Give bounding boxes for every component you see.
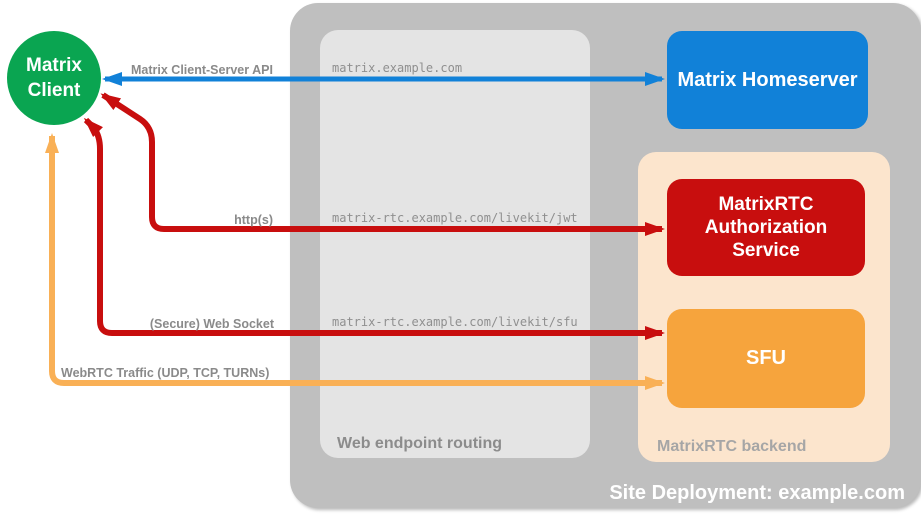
matrix-client-label: Matrix Client	[26, 55, 82, 101]
matrixrtc-backend-caption: MatrixRTC backend	[657, 438, 807, 455]
sfu-label: SFU	[746, 347, 786, 369]
authorization-service-label: MatrixRTC Authorization Service	[704, 194, 828, 261]
endpoint-livekit-jwt-url: matrix-rtc.example.com/livekit/jwt	[332, 211, 578, 225]
matrix-homeserver-node: Matrix Homeserver	[667, 31, 868, 129]
sfu-node: SFU	[667, 309, 865, 408]
client-server-api-arrow-label: Matrix Client-Server API	[131, 63, 273, 77]
web-endpoint-routing-panel	[320, 30, 590, 458]
webrtc-traffic-arrow-label: WebRTC Traffic (UDP, TCP, TURNs)	[61, 366, 270, 380]
websocket-arrow-label: (Secure) Web Socket	[149, 317, 274, 331]
site-deployment-caption: Site Deployment: example.com	[609, 482, 905, 504]
matrix-homeserver-label: Matrix Homeserver	[677, 68, 858, 91]
https-arrow-label: http(s)	[234, 213, 273, 227]
endpoint-homeserver-url: matrix.example.com	[332, 61, 463, 75]
matrix-client-node: Matrix Client	[7, 31, 101, 125]
endpoint-livekit-sfu-url: matrix-rtc.example.com/livekit/sfu	[332, 315, 578, 329]
web-endpoint-routing-caption: Web endpoint routing	[337, 435, 503, 452]
matrixrtc-authorization-service-node: MatrixRTC Authorization Service	[667, 179, 865, 276]
